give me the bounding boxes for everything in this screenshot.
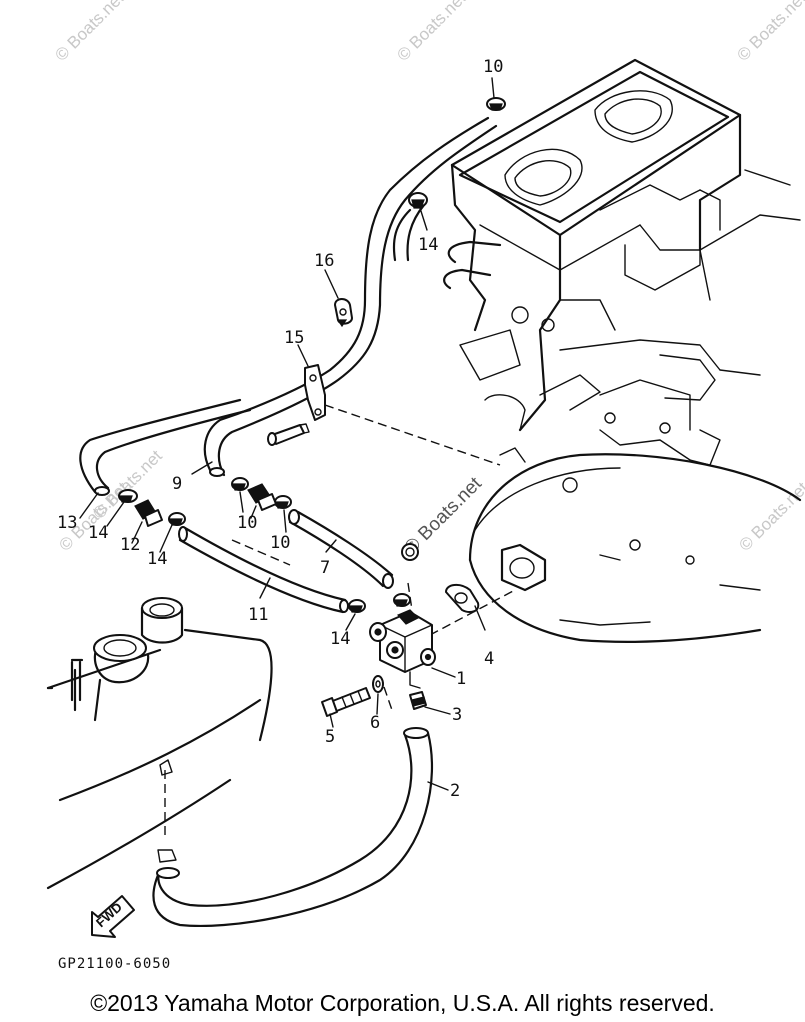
hose-2 (152, 727, 434, 928)
hose-7 (288, 509, 394, 589)
callout-number: 3 (452, 705, 462, 725)
fwd-arrow: FWD (91, 895, 135, 938)
callout-number: 1 (456, 669, 466, 689)
o-ring (401, 543, 419, 561)
clamp-14-mid (168, 512, 186, 526)
callout-number: 14 (88, 523, 108, 543)
clamp-10-top (486, 97, 506, 111)
clamp-10-pump (393, 593, 411, 607)
callout-number: 9 (172, 474, 182, 494)
gasket-4 (445, 584, 480, 613)
watermark: © Boats.net (51, 0, 128, 65)
hose-13 (79, 398, 252, 496)
callout-number: 14 (330, 629, 350, 649)
hose-11 (178, 526, 349, 614)
callout-number: 11 (248, 605, 268, 625)
bracket-15 (267, 364, 326, 446)
callout-number: 10 (483, 57, 503, 77)
watermark: © Boats.net (735, 478, 805, 555)
callout-number: 15 (284, 328, 304, 348)
clamps (118, 97, 506, 613)
clamp-10-a (231, 477, 249, 491)
clamp-14-pump (348, 599, 366, 613)
callout-number: 4 (484, 649, 494, 669)
clamp-14-top (408, 192, 428, 209)
oil-tank (46, 597, 273, 890)
check-valve-12 (134, 499, 163, 527)
callout-number: 7 (320, 558, 330, 578)
engine-block (443, 58, 801, 466)
callout-number: 5 (325, 727, 335, 747)
callout-number: 10 (237, 513, 257, 533)
check-valve-8 (247, 483, 277, 511)
callout-number: 16 (314, 251, 334, 271)
copyright-notice: ©2013 Yamaha Motor Corporation, U.S.A. A… (90, 990, 715, 1016)
clamp-14-left (118, 489, 138, 503)
callout-number: 14 (147, 549, 167, 569)
callout-number: 12 (120, 535, 140, 555)
clamp-10-b (274, 495, 292, 509)
magneto-cover (468, 447, 802, 644)
bolt-5 (321, 687, 371, 717)
watermarks: © Boats.net © Boats.net © Boats.net © Bo… (51, 0, 805, 559)
callout-number: 10 (270, 533, 290, 553)
check-valves (134, 483, 277, 527)
callout-number: 14 (418, 235, 438, 255)
parts-diagram: © Boats.net © Boats.net © Boats.net © Bo… (46, 0, 805, 938)
hose-9 (209, 467, 225, 477)
callout-number: 6 (370, 713, 380, 733)
washer-6 (372, 675, 384, 693)
callouts: 10 14 16 15 9 13 14 12 14 10 8 10 7 11 1… (57, 57, 503, 801)
watermark: © Boats.net (733, 0, 805, 65)
clip-16 (334, 298, 353, 328)
callout-number: 2 (450, 781, 460, 801)
watermark: © Boats.net (393, 0, 470, 65)
oil-pump (369, 609, 436, 689)
elbow-3 (409, 691, 427, 710)
callout-number: 13 (57, 513, 77, 533)
leader-lines (79, 77, 495, 791)
diagram-part-code: GP21100-6050 (58, 956, 172, 972)
